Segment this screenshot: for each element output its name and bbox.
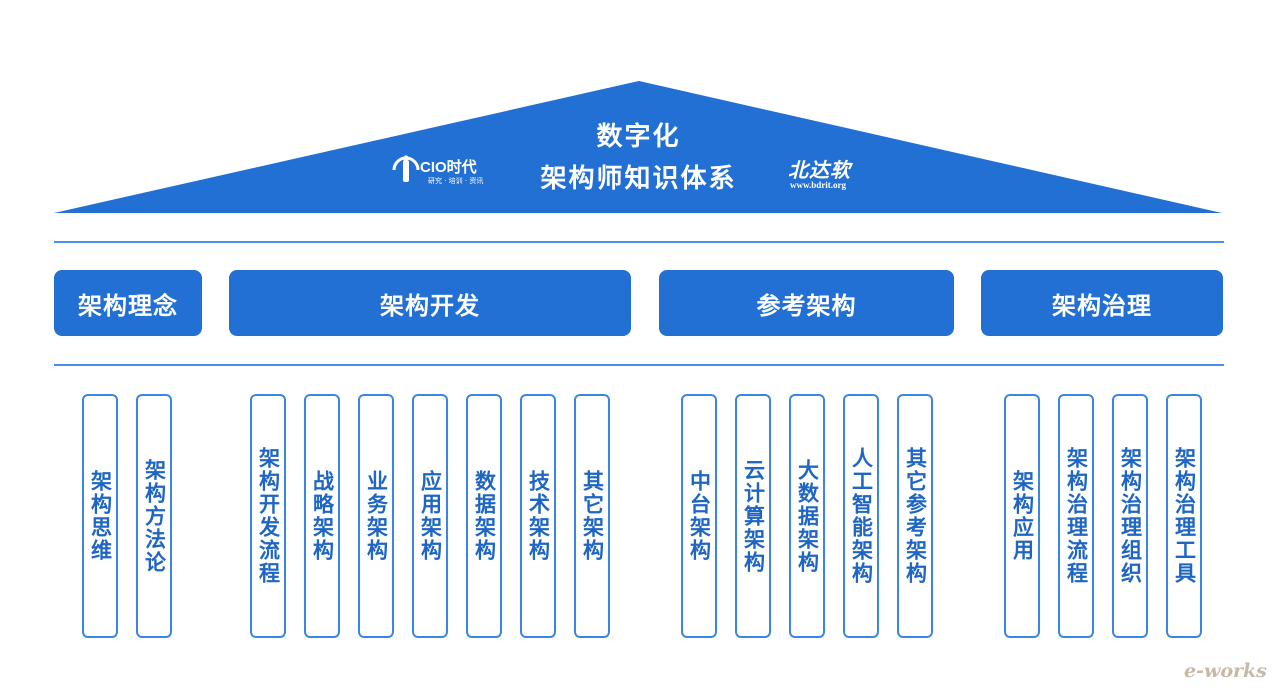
pillar-architecture-methodology: 架构方法论	[136, 394, 172, 638]
pillar-artificial-intelligence: 人工智能架构	[843, 394, 879, 638]
roof-title-line1: 数字化	[596, 122, 681, 152]
pillar-architecture-thinking: 架构思维	[82, 394, 118, 638]
pillar-other-reference: 其它参考架构	[897, 394, 933, 638]
cio-mark-icon	[392, 155, 420, 182]
pillar-application-architecture: 应用架构	[412, 394, 448, 638]
pillar-technology-architecture: 技术架构	[520, 394, 556, 638]
roof	[54, 81, 1222, 213]
cio-logo-tagline: 研究 · 培训 · 资讯	[428, 177, 484, 185]
pillar-other-architecture: 其它架构	[574, 394, 610, 638]
eworks-watermark: e-works	[1184, 660, 1267, 682]
pillar-middle-platform: 中台架构	[681, 394, 717, 638]
pillar-governance-organization: 架构治理组织	[1112, 394, 1148, 638]
pillar-data-architecture: 数据架构	[466, 394, 502, 638]
pillar-governance-process: 架构治理流程	[1058, 394, 1094, 638]
pillar-architecture-application: 架构应用	[1004, 394, 1040, 638]
category-reference-architecture: 参考架构	[659, 270, 954, 336]
pillar-governance-tools: 架构治理工具	[1166, 394, 1202, 638]
pillar-development-process: 架构开发流程	[250, 394, 286, 638]
pillar-strategy-architecture: 战略架构	[304, 394, 340, 638]
cio-logo: CIO时代 研究 · 培训 · 资讯	[390, 152, 486, 188]
divider-top	[54, 241, 1224, 243]
bdrit-logo-url: www.bdrit.org	[790, 180, 846, 190]
pillar-cloud-computing: 云计算架构	[735, 394, 771, 638]
bdrit-logo: 北达软 www.bdrit.org	[786, 154, 866, 194]
divider-bottom	[54, 364, 1224, 366]
pillar-big-data: 大数据架构	[789, 394, 825, 638]
bdrit-logo-script: 北达软	[788, 158, 851, 182]
pillar-business-architecture: 业务架构	[358, 394, 394, 638]
roof-triangle	[54, 81, 1222, 213]
roof-title-line2: 架构师知识体系	[540, 164, 737, 194]
cio-logo-name: CIO时代	[420, 159, 477, 176]
category-architecture-philosophy: 架构理念	[54, 270, 202, 336]
category-architecture-governance: 架构治理	[981, 270, 1223, 336]
category-architecture-development: 架构开发	[229, 270, 631, 336]
